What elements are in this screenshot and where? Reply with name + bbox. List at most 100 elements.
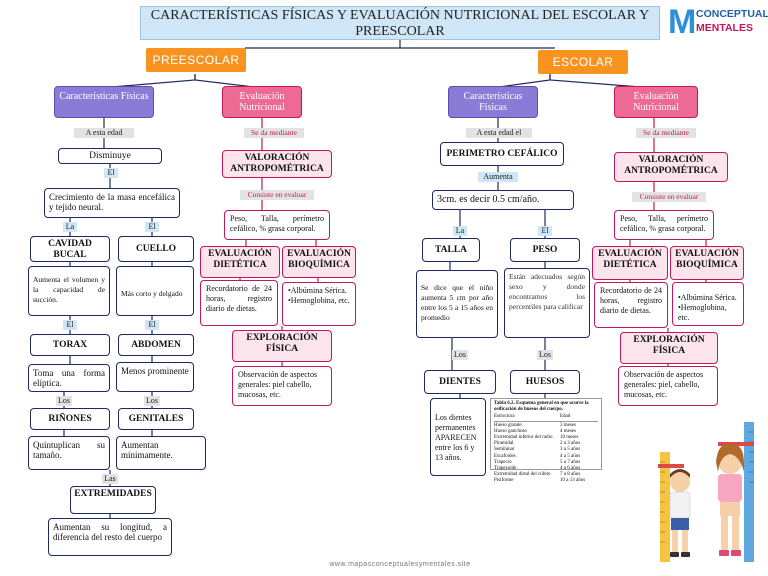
preescolar-evaluacion-node: Evaluación Nutricional xyxy=(222,86,302,118)
label-el: El xyxy=(145,320,159,330)
table-cell: Escafoides xyxy=(494,453,516,459)
talla-text: Se dice que el niño aumenta 5 cm por año… xyxy=(416,270,498,338)
table-cell: 5 a 7 años xyxy=(560,459,581,465)
label-se-da-mediante: Se da mediante xyxy=(244,128,304,138)
exploracion-fisica-node: EXPLORACIÓN FÍSICA xyxy=(620,332,718,364)
table-cell: Semilunar xyxy=(494,447,515,453)
table-row: Pisiforme 10 a 13 años xyxy=(494,478,598,484)
aumenta-text: 3cm. es decir 0.5 cm/año. xyxy=(432,190,574,210)
label-los: Los xyxy=(452,350,468,360)
table-row: Hueso grande 3 meses xyxy=(494,423,598,429)
table-cell: 10 a 13 años xyxy=(560,478,586,484)
dientes-text: Los dientes permanentes APARECEN entre l… xyxy=(430,398,486,476)
escolar-fisicas-node: Características Físicas xyxy=(448,86,538,118)
genitales-node: GENITALES xyxy=(118,408,194,430)
label-los: Los xyxy=(537,350,553,360)
perimetro-cefalico-node: PERIMETRO CEFÁLICO xyxy=(440,142,564,166)
evaluacion-bioquimica-node: EVALUACIÓN BIOQUÍMICA xyxy=(670,246,744,280)
label-aumenta: Aumenta xyxy=(478,172,518,182)
disminuye-node: Disminuye xyxy=(58,148,162,164)
children-height-illustration xyxy=(658,422,754,562)
huesos-node: HUESOS xyxy=(510,370,580,394)
preescolar-fisicas-node: Características Físicas xyxy=(54,86,154,118)
extremidades-text: Aumentan su longitud, a diferencia del r… xyxy=(48,518,172,556)
escolar-evaluacion-node: Evaluación Nutricional xyxy=(614,86,698,118)
exploracion-text: Observación de aspectos generales: piel,… xyxy=(618,366,718,406)
label-el: El xyxy=(145,222,159,232)
label-la: La xyxy=(453,226,467,236)
table-header: Estructura xyxy=(494,414,515,420)
exploracion-fisica-node: EXPLORACIÓN FÍSICA xyxy=(232,330,332,362)
torax-node: TORAX xyxy=(30,334,110,356)
table-cell: Extremidad distal del cúbito xyxy=(494,472,551,478)
table-cell: 4 a 5 años xyxy=(560,453,581,459)
label-el: El xyxy=(104,168,118,178)
escolar-header: ESCOLAR xyxy=(538,50,628,74)
table-cell: Extremidad inferior del radio xyxy=(494,435,553,441)
label-el: El xyxy=(63,320,77,330)
table-row: Trapezoide 4 a 6 años xyxy=(494,466,598,472)
table-caption: Tabla 6.2. Esquema general en que ocurre… xyxy=(494,401,589,413)
exploracion-text: Observación de aspectos generales: piel … xyxy=(232,366,332,406)
footer-url: www.mapasconceptualesymentales.site xyxy=(329,561,471,568)
logo-line2: MENTALES xyxy=(696,22,753,34)
logo-line1: CONCEPTUALES xyxy=(696,8,768,20)
table-cell: 3 a 5 años xyxy=(560,447,581,453)
table-cell: Hueso grande xyxy=(494,422,522,428)
table-row: Escafoides 4 a 5 años xyxy=(494,454,598,460)
label-las: Las xyxy=(102,474,118,484)
valoracion-text: Peso, Talla, perímetro cefálico, % grasa… xyxy=(224,210,330,240)
genitales-text: Aumentan mínimamente. xyxy=(116,436,206,470)
table-row: Extremidad inferior del radio 10 meses xyxy=(494,435,598,441)
table-cell: Trapezoide xyxy=(494,466,517,472)
label-los: Los xyxy=(144,396,160,406)
preescolar-header: PREESCOLAR xyxy=(146,48,246,72)
cuello-node: CUELLO xyxy=(118,236,194,262)
logo-mark: M xyxy=(668,3,697,41)
peso-node: PESO xyxy=(510,238,580,262)
dietetica-text: Recordatorio de 24 horas, registro diari… xyxy=(200,280,278,326)
table-header: Edad xyxy=(560,414,571,420)
table-cell: Trapecio xyxy=(494,459,512,465)
evaluacion-dietetica-node: EVALUACIÓN DIETÉTICA xyxy=(592,246,668,280)
label-la: La xyxy=(63,222,77,232)
table-row: Hueso ganchoso 4 meses xyxy=(494,429,598,435)
table-cell: 2 a 3 años xyxy=(560,441,581,447)
bioquimica-text: •Albúmina Sérica. •Hemoglobina, etc. xyxy=(282,282,356,326)
table-cell: 4 a 6 años xyxy=(560,466,581,472)
brand-logo: M CONCEPTUALES MENTALES xyxy=(668,3,768,41)
label-a-esta-edad-el: A esta edad el xyxy=(466,128,532,138)
label-consiste-en-evaluar: Consiste en evaluar xyxy=(240,190,314,200)
table-cell: 3 meses xyxy=(560,422,576,428)
table-row: Trapecio 5 a 7 años xyxy=(494,460,598,466)
dientes-node: DIENTES xyxy=(424,370,496,394)
table-cell: Hueso ganchoso xyxy=(494,428,527,434)
valoracion-antropometrica-node: VALORACIÓN ANTROPOMÉTRICA xyxy=(222,150,332,178)
cuello-text: Más corto y delgado xyxy=(116,266,194,316)
abdomen-text: Menos prominente xyxy=(116,362,194,392)
table-row: Semilunar 3 a 5 años xyxy=(494,447,598,453)
cavidad-bucal-text: Aumenta el volumen y la capacidad de suc… xyxy=(28,266,110,316)
extremidades-node: EXTREMIDADES xyxy=(70,486,156,514)
evaluacion-dietetica-node: EVALUACIÓN DIETÉTICA xyxy=(200,246,280,278)
torax-text: Toma una forma elíptica. xyxy=(28,364,110,392)
label-consiste-en-evaluar: Consiste en evaluar xyxy=(632,192,706,202)
cavidad-bucal-node: CAVIDAD BUCAL xyxy=(30,236,110,262)
label-el: El xyxy=(538,226,552,236)
table-cell: 10 meses xyxy=(560,435,579,441)
table-cell: Pisiforme xyxy=(494,478,514,484)
table-cell: 4 meses xyxy=(560,428,576,434)
label-a-esta-edad: A esta edad xyxy=(74,128,134,138)
peso-text: Están adecuados según sexo y donde encon… xyxy=(504,268,590,338)
valoracion-text: Peso, Talla, perímetro cefálico, % grasa… xyxy=(614,210,714,240)
label-los: Los xyxy=(56,396,72,406)
talla-node: TALLA xyxy=(422,238,480,262)
table-cell: 7 a 8 años xyxy=(560,472,581,478)
abdomen-node: ABDOMEN xyxy=(118,334,194,356)
page-title: CARACTERÍSTICAS FÍSICAS Y EVALUACIÓN NUT… xyxy=(140,6,660,40)
rinones-node: RIÑONES xyxy=(30,408,110,430)
crecimiento-node: Crecimiento de la masa encefálica y teji… xyxy=(44,188,180,218)
valoracion-antropometrica-node: VALORACIÓN ANTROPOMÉTRICA xyxy=(614,152,728,182)
table-row: Extremidad distal del cúbito 7 a 8 años xyxy=(494,472,598,478)
